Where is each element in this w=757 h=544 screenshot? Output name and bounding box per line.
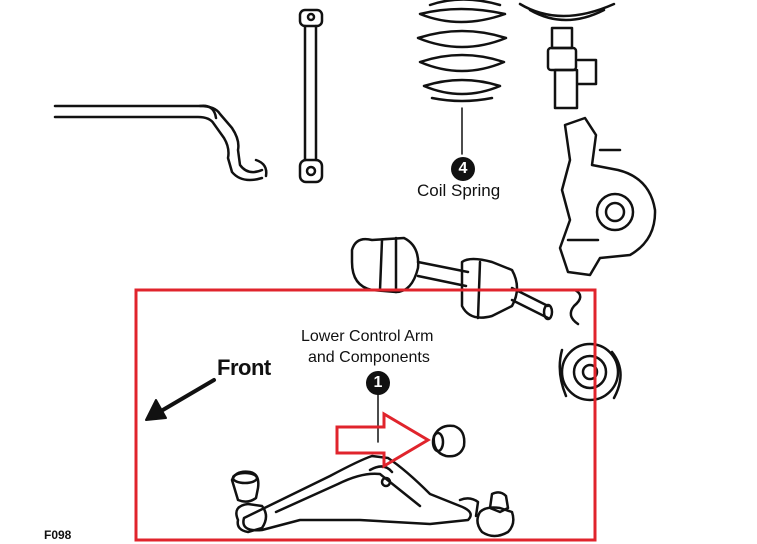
- lower-control-arm-callout-badge: 1: [366, 371, 390, 395]
- strut-assembly: [518, 2, 616, 110]
- coil-spring-label: Coil Spring: [417, 181, 501, 200]
- lower-control-arm: [235, 454, 480, 534]
- stabilizer-bar: [53, 104, 268, 182]
- bushing-rear: [431, 424, 466, 458]
- front-direction-label: Front: [217, 355, 271, 380]
- steering-knuckle: [558, 116, 657, 277]
- coil-spring: [416, 0, 508, 155]
- highlight-box: [134, 288, 597, 542]
- lower-control-arm-sublabel: and Components: [308, 349, 430, 366]
- stabilizer-link: [298, 8, 324, 184]
- figure-code: F098: [44, 528, 72, 542]
- coil-spring-callout-badge: 4: [451, 157, 475, 181]
- ball-joint: [476, 491, 515, 538]
- bushing-front: [230, 470, 260, 503]
- lower-control-arm-label: Lower Control Arm: [301, 328, 434, 345]
- drive-axle: [350, 236, 554, 321]
- front-direction-arrow: [145, 378, 216, 421]
- red-pointer-arrow: [335, 411, 431, 469]
- wheel-hub: [558, 288, 622, 402]
